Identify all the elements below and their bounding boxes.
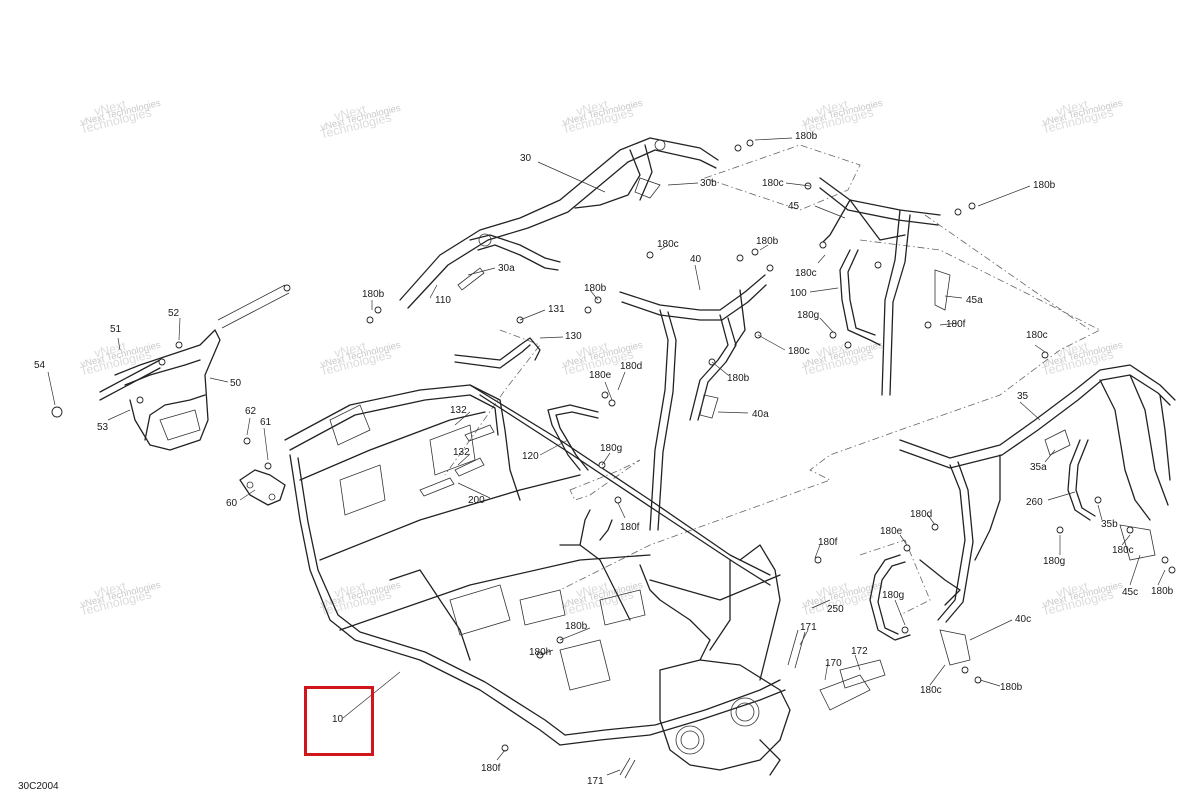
callout-180f: 180f: [481, 763, 501, 774]
side-bar-part-120: [547, 404, 599, 471]
callout-170: 170: [825, 658, 842, 669]
callout-54: 54: [34, 360, 46, 371]
callout-180c: 180c: [920, 685, 942, 696]
callout-131: 131: [548, 304, 565, 315]
callout-10: 10: [332, 714, 344, 725]
diagram-code-label: 30C2004: [18, 781, 59, 792]
watermark: vNext Technologies vNext Technologies: [319, 339, 402, 378]
watermark: vNext Technologies vNext Technologies: [561, 97, 644, 136]
assembly-guide-lines: [444, 144, 1101, 616]
callout-40a: 40a: [752, 409, 769, 420]
callout-171: 171: [587, 776, 604, 787]
bar-part-250: [869, 554, 911, 641]
callout-180e: 180e: [880, 526, 903, 537]
main-chassis-part-10: [284, 384, 791, 776]
callout-180d: 180d: [620, 361, 642, 372]
highlight-box-part-10[interactable]: [304, 686, 374, 756]
watermark: vNext Technologies vNext Technologies: [1041, 339, 1124, 378]
bar-part-260: [1067, 439, 1096, 521]
callout-180d: 180d: [910, 509, 932, 520]
watermark: vNext Technologies vNext Technologies: [801, 339, 884, 378]
callout-61: 61: [260, 417, 272, 428]
callout-labels: 30 30b 30a 110 180b 180b 180b 180b 180b …: [34, 131, 1174, 787]
callout-180b: 180b: [756, 236, 779, 247]
callout-50: 50: [230, 378, 242, 389]
callout-130: 130: [565, 331, 582, 342]
callout-30: 30: [520, 153, 532, 164]
bracket-part-60: [239, 469, 286, 506]
callout-180c: 180c: [1026, 330, 1048, 341]
callout-30a: 30a: [498, 263, 515, 274]
callout-180f: 180f: [818, 537, 838, 548]
callout-180b: 180b: [1151, 586, 1174, 597]
callout-40c: 40c: [1015, 614, 1031, 625]
callout-180c: 180c: [795, 268, 817, 279]
callout-180g: 180g: [1043, 556, 1065, 567]
callout-250: 250: [827, 604, 844, 615]
small-parts: [51, 177, 1156, 711]
leader-lines: [47, 137, 1166, 776]
callout-180g: 180g: [600, 443, 622, 454]
callout-62: 62: [245, 406, 257, 417]
callout-53: 53: [97, 422, 109, 433]
callout-180e: 180e: [589, 370, 612, 381]
callout-180b: 180b: [1000, 682, 1023, 693]
callout-110: 110: [435, 295, 451, 306]
callout-180c: 180c: [788, 346, 810, 357]
callout-45a: 45a: [966, 295, 983, 306]
center-pillar-part-40: [619, 274, 767, 531]
watermark: vNext Technologies vNext Technologies: [79, 339, 162, 378]
callout-180b: 180b: [584, 283, 607, 294]
callout-180h: 180h: [529, 647, 551, 658]
callout-132: 132: [453, 447, 470, 458]
callout-180b: 180b: [795, 131, 818, 142]
bracket-part-50: [99, 329, 221, 451]
callout-180g: 180g: [797, 310, 819, 321]
callout-171: 171: [800, 622, 817, 633]
callout-180b: 180b: [1033, 180, 1056, 191]
callout-51: 51: [110, 324, 122, 335]
callout-180f: 180f: [620, 522, 640, 533]
callout-35: 35: [1017, 391, 1029, 402]
callout-45: 45: [788, 201, 800, 212]
callout-45c: 45c: [1122, 587, 1138, 598]
callout-60: 60: [226, 498, 238, 509]
callout-172: 172: [851, 646, 868, 657]
watermark: vNext Technologies vNext Technologies: [561, 579, 644, 618]
callout-180c: 180c: [1112, 545, 1134, 556]
callout-30b: 30b: [700, 178, 717, 189]
callout-180c: 180c: [657, 239, 679, 250]
callout-132: 132: [450, 405, 467, 416]
watermark: vNext Technologies vNext Technologies: [1041, 579, 1124, 618]
callout-100: 100: [790, 288, 807, 299]
callout-180b: 180b: [362, 289, 385, 300]
callout-180g: 180g: [882, 590, 904, 601]
callout-200: 200: [468, 495, 485, 506]
watermark: vNext Technologies vNext Technologies: [79, 579, 162, 618]
callout-180b: 180b: [727, 373, 750, 384]
callout-120: 120: [522, 451, 539, 462]
callout-40: 40: [690, 254, 702, 265]
callout-52: 52: [168, 308, 180, 319]
callout-35b: 35b: [1101, 519, 1118, 530]
side-bar-part-130: [454, 337, 541, 369]
roll-cage-top-part-30: [399, 137, 719, 309]
callout-35a: 35a: [1030, 462, 1047, 473]
callout-260: 260: [1026, 497, 1043, 508]
watermark: vNext Technologies vNext Technologies: [319, 102, 402, 141]
bar-part-100: [839, 249, 881, 346]
callout-180f: 180f: [946, 319, 966, 330]
watermark: vNext Technologies vNext Technologies: [79, 97, 162, 136]
watermark: vNext Technologies vNext Technologies: [801, 97, 884, 136]
rear-cage-part-35: [899, 364, 1176, 623]
watermark: vNext Technologies vNext Technologies: [1041, 97, 1124, 136]
callout-180c: 180c: [762, 178, 784, 189]
callout-180b: 180b: [565, 621, 588, 632]
